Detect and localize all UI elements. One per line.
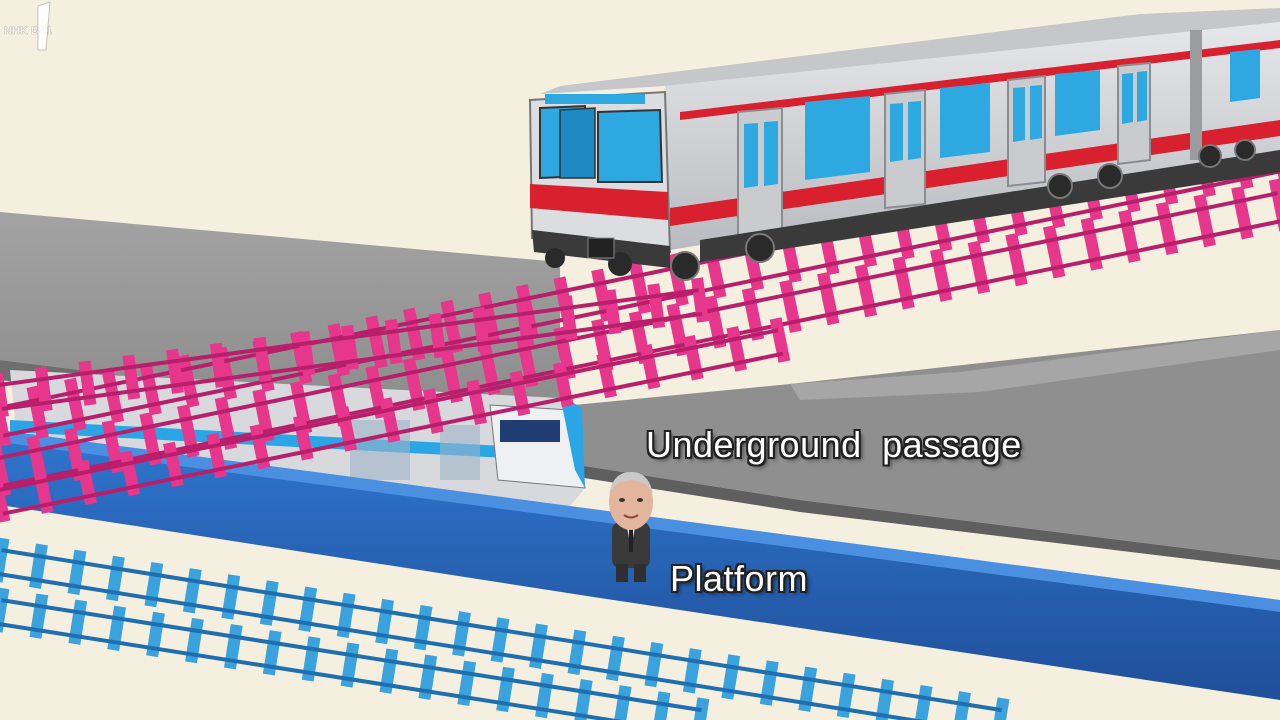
underground-passage-slab: [440, 330, 1280, 560]
ground-slab-left: [0, 212, 560, 430]
track-sleeper: [574, 679, 593, 720]
track-rail: [0, 622, 623, 720]
lower-track: [0, 537, 1010, 720]
track-rail: [0, 191, 1278, 460]
track-rail: [2, 351, 784, 516]
track-rail: [2, 169, 1280, 438]
track-rail: [0, 288, 699, 387]
track-sleeper: [769, 317, 791, 363]
track-rail: [1, 598, 702, 713]
platform-label: Platform: [670, 558, 809, 599]
upper-track: [0, 128, 1280, 523]
red-striped-train-icon: [528, 8, 1280, 281]
track-rail: [0, 572, 925, 720]
man-in-suit-icon: [609, 472, 653, 582]
broadcaster-logo-icon: NHK BS1: [4, 1, 53, 51]
track-sleeper: [915, 685, 933, 720]
track-rail: [0, 328, 779, 492]
track-sleeper: [614, 685, 632, 720]
track-rail: [1, 548, 1002, 713]
track-sleeper: [875, 678, 895, 720]
track-rail: [1, 311, 703, 411]
underground-passage-label: Underground passage: [646, 424, 1022, 465]
